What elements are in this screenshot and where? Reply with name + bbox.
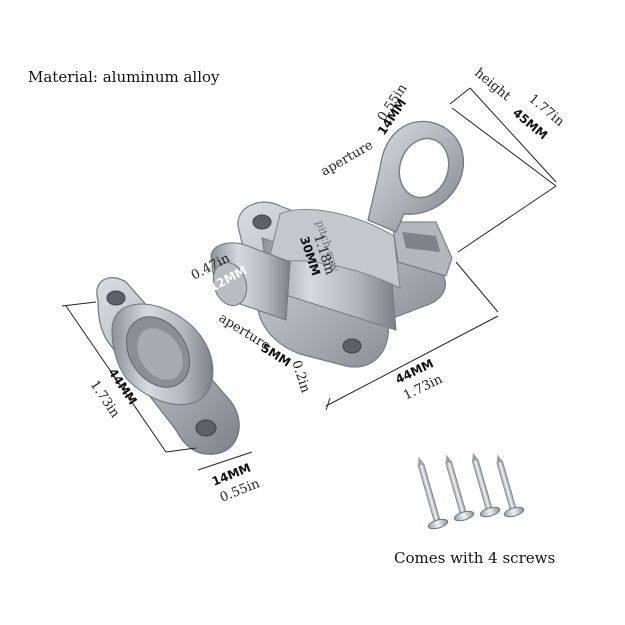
screw <box>417 456 449 530</box>
keeper <box>96 277 240 455</box>
screw <box>471 452 501 518</box>
material-label: Material: aluminum alloy <box>28 68 220 86</box>
screw-hole <box>106 290 126 306</box>
screw-hole <box>252 214 272 230</box>
screw-hole <box>342 338 362 354</box>
screws-caption: Comes with 4 screws <box>394 549 555 567</box>
dimension-lines <box>61 87 557 471</box>
bolt-ap-in-label: 0.2in <box>288 359 313 396</box>
screw <box>496 454 525 518</box>
latch-body: pitch-row 1.18in 30MM <box>210 120 465 368</box>
screws <box>417 452 525 530</box>
ring-prefix-label: aperture <box>319 138 377 180</box>
screw-hole <box>195 419 217 437</box>
screw <box>445 454 475 522</box>
height-word-label: height <box>471 66 514 105</box>
